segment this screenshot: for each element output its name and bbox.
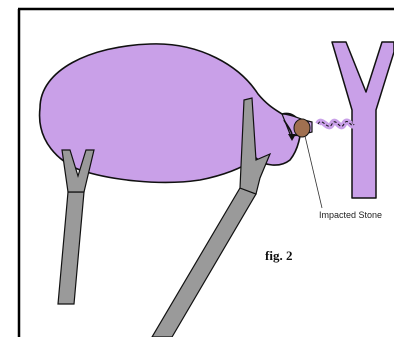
- stone-leader-line: [305, 136, 322, 208]
- right-grasper-shaft: [152, 188, 256, 337]
- impacted-stone: [294, 119, 310, 137]
- figure-caption: fig. 2: [265, 248, 292, 264]
- bile-duct: [332, 42, 394, 198]
- left-grasper-shaft: [58, 192, 84, 304]
- impacted-stone-label: Impacted Stone: [319, 210, 382, 220]
